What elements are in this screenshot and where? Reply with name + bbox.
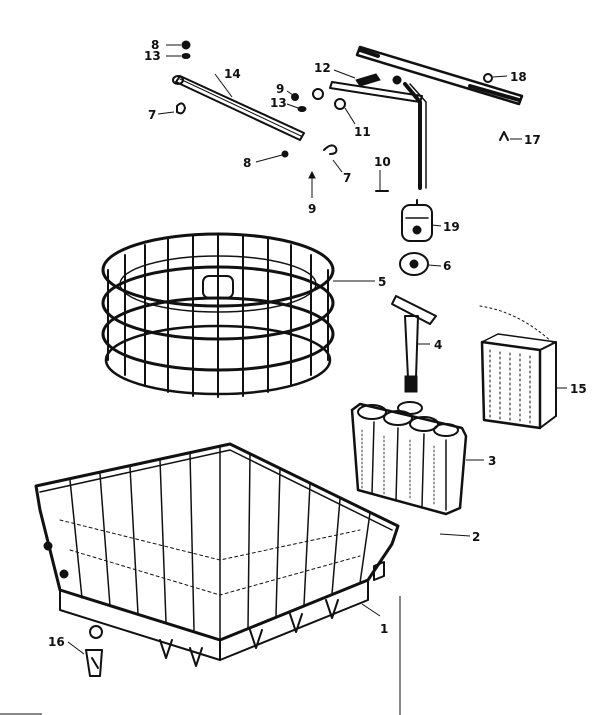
callout-2: 2 xyxy=(472,530,480,544)
part-19-coupling xyxy=(401,199,442,242)
callout-4: 4 xyxy=(434,338,442,352)
callout-8-top: 8 xyxy=(151,38,159,52)
callout-18: 18 xyxy=(510,70,527,84)
part-7-clip-left xyxy=(157,102,186,115)
part-12-spray-tube xyxy=(312,69,427,190)
part-17-fitting xyxy=(499,131,522,141)
part-8-13-screws-top xyxy=(166,40,191,59)
callout-17: 17 xyxy=(524,133,541,147)
callout-7-mid: 7 xyxy=(343,171,351,185)
part-10-pin xyxy=(375,170,389,192)
part-4-post xyxy=(391,295,437,393)
callout-9-vertical: 9 xyxy=(308,202,316,216)
callout-15: 15 xyxy=(570,382,587,396)
callout-5: 5 xyxy=(378,275,386,289)
callout-7-left: 7 xyxy=(148,108,156,122)
part-15-small-basket xyxy=(479,305,567,430)
callout-9-mid: 9 xyxy=(276,82,284,96)
part-8-bolt-mid xyxy=(255,150,289,163)
part-11-nozzle xyxy=(334,98,356,125)
callout-14: 14 xyxy=(224,67,241,81)
part-1-lower-rack xyxy=(34,442,401,715)
part-9-13-screws-mid xyxy=(286,90,307,112)
part-6-nut xyxy=(399,252,442,276)
part-9-screw-vertical xyxy=(308,170,316,198)
callout-8-mid: 8 xyxy=(243,156,251,170)
part-3-silverware-basket xyxy=(350,401,484,516)
callout-13-mid: 13 xyxy=(270,96,287,110)
part-14-track-bar xyxy=(172,73,305,141)
callout-10: 10 xyxy=(374,155,391,169)
callout-12: 12 xyxy=(314,61,331,75)
callout-3: 3 xyxy=(488,454,496,468)
callout-1: 1 xyxy=(380,622,388,636)
callout-19: 19 xyxy=(443,220,460,234)
part-16-wheel xyxy=(67,625,103,677)
callout-16: 16 xyxy=(48,635,65,649)
callout-6: 6 xyxy=(443,259,451,273)
part-5-round-basket xyxy=(101,232,375,398)
part-18-upper-manifold xyxy=(355,45,524,106)
callout-11: 11 xyxy=(354,125,371,139)
part-7-hook-mid xyxy=(323,144,343,173)
part-2-indicator xyxy=(439,533,471,537)
callout-13-top: 13 xyxy=(144,49,161,63)
